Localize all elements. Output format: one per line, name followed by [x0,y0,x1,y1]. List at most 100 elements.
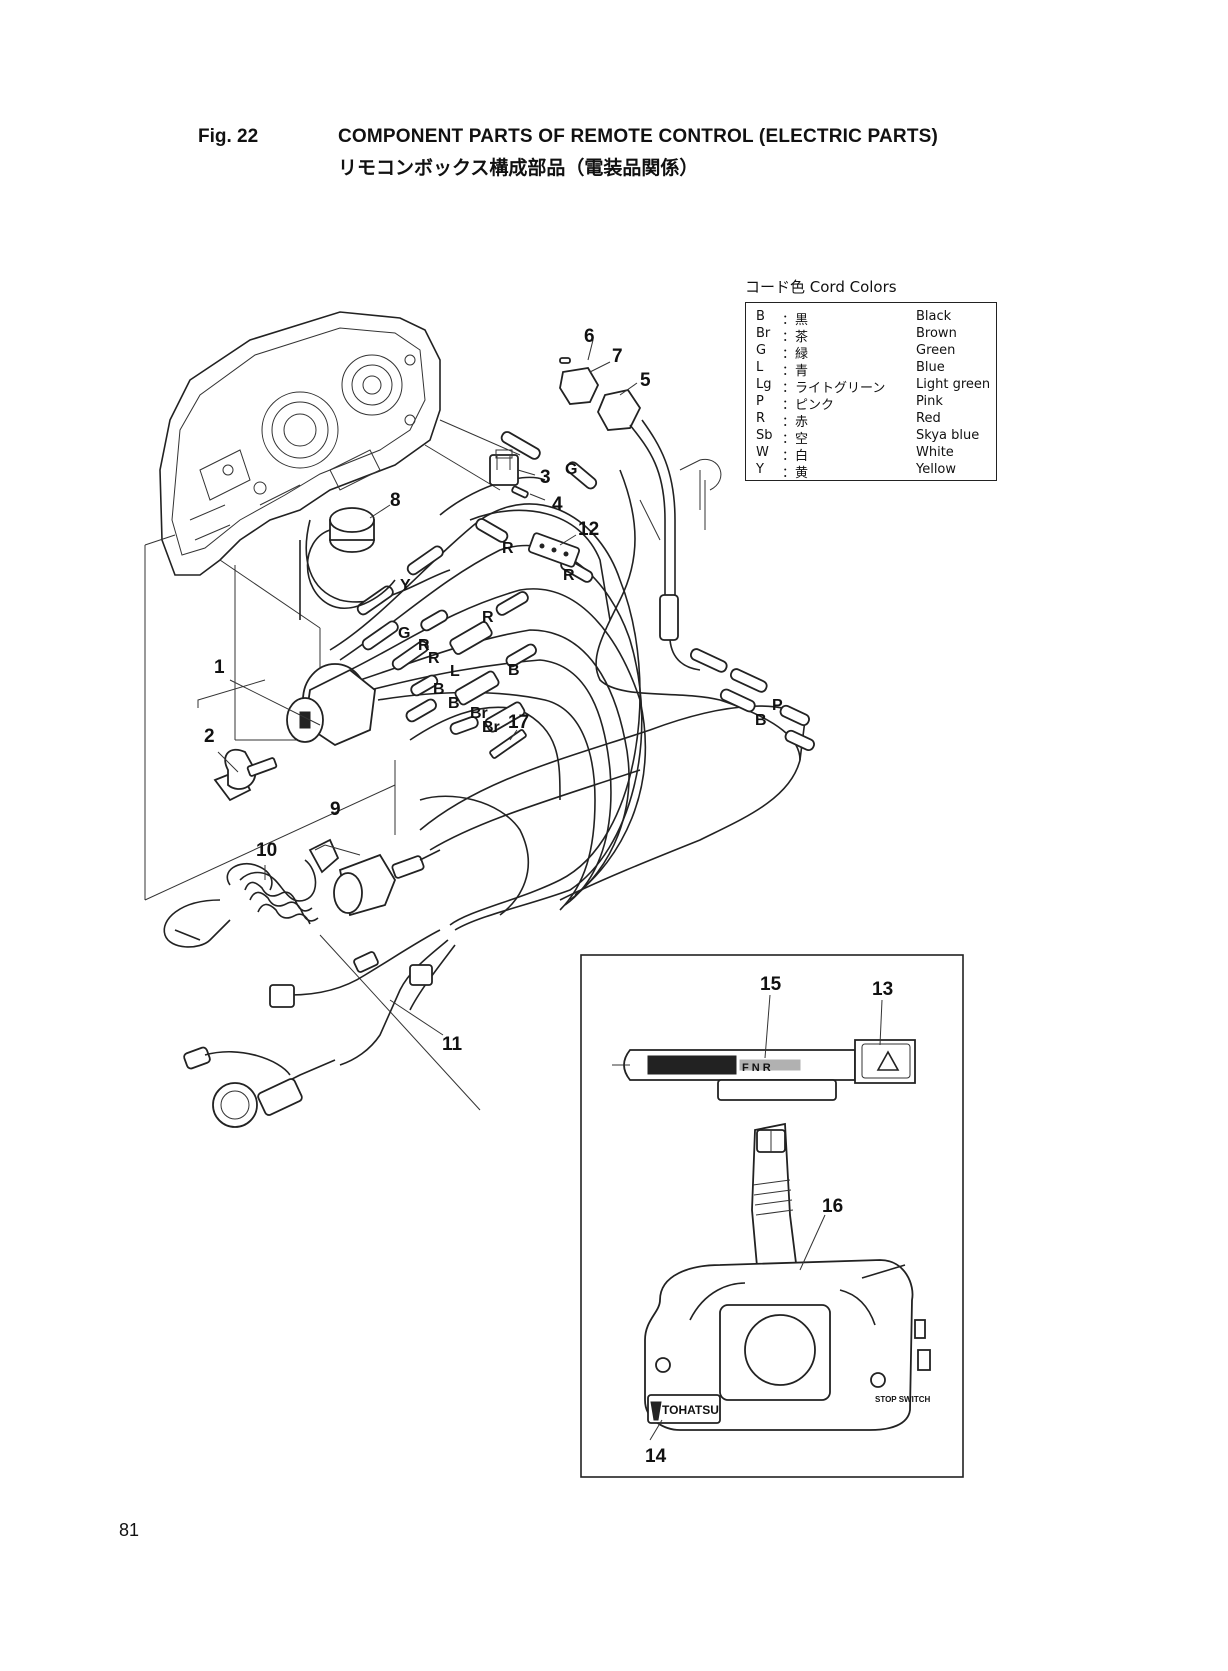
cord-code: P [756,394,764,409]
wire-label-r: R [482,609,494,626]
cord-code: W [756,445,769,460]
cord-color-jp: ：茶 [782,330,809,345]
wire-label-br: Br [470,705,488,722]
callout-11: 11 [442,1034,463,1055]
wire-label-b: B [448,695,460,712]
wire-label-r: R [563,567,575,584]
cord-color-en: Brown [916,326,957,341]
wire-label-g: G [565,461,577,478]
wire-label-g: G [398,625,410,642]
callout-12: 12 [578,519,599,540]
cord-color-jp: ：青 [782,364,809,379]
part-17-bolt [489,729,527,759]
figure-title-japanese: リモコンボックス構成部品（電装品関係） [338,157,699,179]
wire-label-p: P [772,697,783,714]
figure-number: Fig. 22 [198,126,259,147]
cord-color-row: Br ：茶 Brown [756,326,992,345]
cord-color-row: Y ：黄 Yellow [756,462,992,481]
reference-lines [144,419,521,1111]
cord-color-row: Sb ：空 Skya blue [756,428,992,447]
wire-label-b: B [433,681,445,698]
cord-colors-title: コード色 Cord Colors [745,278,897,296]
part-4-screw [511,485,529,499]
cord-color-en: Light green [916,377,991,392]
callout-10: 10 [256,840,277,861]
part-11-main-harness [183,929,456,1128]
cord-color-row: G ：緑 Green [756,343,992,362]
cord-color-en: Yellow [916,462,957,477]
part-2-key [213,748,278,802]
wire-label-br: Br [482,719,500,736]
part-1-main-switch [286,663,376,747]
cord-color-jp: ：赤 [782,415,809,430]
cord-color-jp: ：黄 [782,466,809,481]
cord-code: Br [756,326,771,341]
callout-9: 9 [330,799,341,820]
stop-switch-label: STOP SWITCH [875,1395,930,1404]
callout-6: 6 [584,326,595,347]
cord-colors-table: B ：黒 Black Br ：茶 Brown G ：緑 Green L ：青 Blue Lg ：ラ… [745,302,997,481]
cord-code: Lg [756,377,772,392]
cord-code: R [756,411,766,426]
cord-code: B [756,309,765,324]
cord-color-en: Skya blue [916,428,980,443]
wire-label-l: L [450,663,460,680]
part-10-lanyard [163,838,340,948]
part-8-buzzer [306,507,396,609]
callout-13: 13 [872,979,893,1000]
callout-16: 16 [822,1196,843,1217]
part-3-relay [489,449,519,486]
cord-color-row: P ：ピンク Pink [756,394,992,413]
cord-color-jp: ：空 [782,432,809,447]
bullet-connectors [356,431,815,752]
callout-3: 3 [540,467,551,488]
part-5-switch-cable [597,388,722,671]
callout-14: 14 [645,1446,667,1467]
cord-color-row: L ：青 Blue [756,360,992,379]
part-9-stop-switch [333,849,441,917]
callout-17: 17 [508,712,529,733]
cord-color-jp: ：ライトグリーン [782,381,886,396]
cord-color-jp: ：緑 [782,347,809,362]
part-7-cover [559,367,600,405]
cord-color-jp: ：黒 [782,313,809,328]
cord-color-jp: ：ピンク [782,398,835,413]
wire-label-r: R [502,540,514,557]
inset-panel [580,954,964,1478]
shift-marks: F N R [742,1062,771,1074]
callout-2: 2 [204,726,215,747]
cord-color-en: Black [916,309,952,324]
wire-label-r: R [428,650,440,667]
callout-15: 15 [760,974,782,995]
callout-8: 8 [390,490,401,511]
callout-leaders [197,339,883,1441]
part-13-label [854,1039,916,1084]
wire-label-b: B [755,712,767,729]
wire-label-r: R [418,637,430,654]
callout-5: 5 [640,370,651,391]
cord-color-row: R ：赤 Red [756,411,992,430]
cord-color-en: Blue [916,360,945,375]
callout-7: 7 [612,346,623,367]
cord-color-en: Pink [916,394,943,409]
wire-label-y: Y [400,577,411,594]
cord-color-en: Red [916,411,941,426]
part-6-screw [559,357,571,364]
cord-color-en: Green [916,343,956,358]
cord-code: G [756,343,767,358]
wire-label-b: B [508,662,520,679]
cord-color-row: B ：黒 Black [756,309,992,328]
cord-code: L [756,360,764,375]
callout-1: 1 [214,657,225,678]
cord-color-en: White [916,445,954,460]
cord-code: Sb [756,428,773,443]
cord-color-row: Lg ：ライトグリーン Light green [756,377,992,396]
figure-title-english: COMPONENT PARTS OF REMOTE CONTROL (ELECT… [338,126,939,147]
cord-code: Y [756,462,764,477]
remote-control-housing [159,311,441,576]
cord-color-jp: ：白 [782,449,809,464]
part-12-connector-block [527,532,581,568]
part-14-control-box: STOP SWITCH TOHATSU [644,1259,931,1431]
part-15-shift-plate: F N R [612,1049,856,1101]
